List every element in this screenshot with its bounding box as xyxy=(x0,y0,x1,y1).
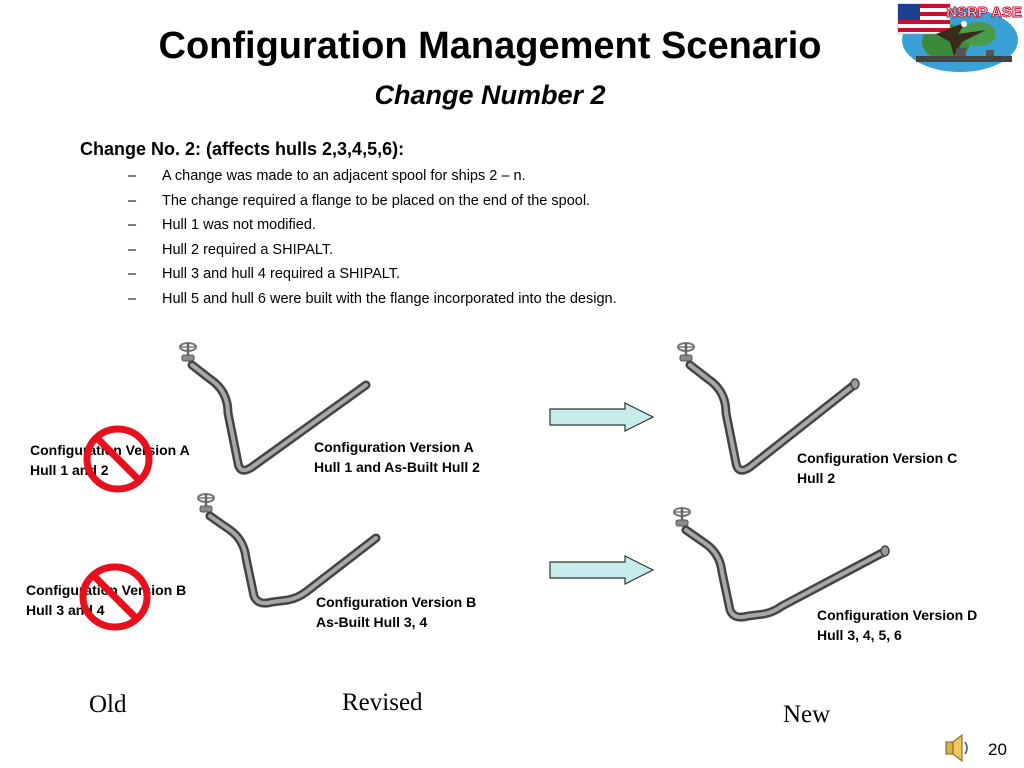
prohibited-icon xyxy=(83,425,153,493)
pipe-version-c xyxy=(676,341,860,475)
bullet-text: Hull 3 and hull 4 required a SHIPALT. xyxy=(162,266,401,283)
config-version: Configuration Version A xyxy=(314,439,474,455)
column-label-old: Old xyxy=(89,691,127,718)
column-label-new: New xyxy=(783,701,831,728)
slide-title: Configuration Management Scenario xyxy=(158,25,822,67)
page-number: 20 xyxy=(988,740,1007,759)
right-arrow-icon xyxy=(549,555,655,585)
nsrp-ase-logo: NSRP ASE xyxy=(896,0,1024,76)
logo-graphic: NSRP ASE xyxy=(897,4,1022,72)
bullet-dash: – xyxy=(128,192,137,209)
flange-end xyxy=(850,378,860,390)
config-version: Configuration Version B xyxy=(316,594,477,610)
config-hulls: Hull 3, 4, 5, 6 xyxy=(817,627,902,643)
bullet-item: – Hull 5 and hull 6 were built with the f… xyxy=(128,288,617,313)
config-hulls: Hull 2 xyxy=(797,470,836,486)
pipe-version-b xyxy=(196,492,381,608)
bullet-text: Hull 5 and hull 6 were built with the fl… xyxy=(162,290,617,307)
config-label-revised-b: Configuration Version B As-Built Hull 3,… xyxy=(316,592,476,632)
config-hulls: As-Built Hull 3, 4 xyxy=(316,614,428,630)
config-version: Configuration Version D xyxy=(817,607,978,623)
speaker-icon[interactable] xyxy=(944,733,970,763)
bullet-text: A change was made to an adjacent spool f… xyxy=(162,168,526,184)
bullet-item: – A change was made to an adjacent spool … xyxy=(128,165,617,190)
pipe-version-a xyxy=(178,341,371,475)
bullet-text: Hull 2 required a SHIPALT. xyxy=(162,241,334,258)
bullet-text: Hull 1 was not modified. xyxy=(162,217,316,234)
config-hulls: Hull 1 and As-Built Hull 2 xyxy=(314,459,480,475)
config-label-new-c: Configuration Version C Hull 2 xyxy=(797,448,957,488)
slide-subtitle: Change Number 2 xyxy=(374,80,606,110)
change-heading: Change No. 2: (affects hulls 2,3,4,5,6): xyxy=(80,139,405,159)
column-label-revised: Revised xyxy=(342,689,423,716)
bullet-item: – Hull 2 required a SHIPALT. xyxy=(128,239,617,264)
prohibited-icon xyxy=(79,563,151,631)
bullet-text: The change required a flange to be place… xyxy=(162,192,591,209)
bullet-item: – The change required a flange to be plac… xyxy=(128,190,617,215)
config-version: Configuration Version C xyxy=(797,450,958,466)
bullet-item: – Hull 3 and hull 4 required a SHIPALT. xyxy=(128,263,617,288)
right-arrow-icon xyxy=(549,402,655,432)
pipe-version-d xyxy=(672,506,890,622)
logo-text: NSRP ASE xyxy=(946,4,1022,21)
bullet-item: – Hull 1 was not modified. xyxy=(128,214,617,239)
bullet-dash: – xyxy=(128,217,137,234)
flange-end xyxy=(880,545,890,557)
config-label-revised-a: Configuration Version A Hull 1 and As-Bu… xyxy=(314,437,480,477)
bullet-dash: – xyxy=(128,290,137,307)
bullet-dash: – xyxy=(128,241,137,258)
config-label-new-d: Configuration Version D Hull 3, 4, 5, 6 xyxy=(817,605,977,645)
bullet-list: – A change was made to an adjacent spool … xyxy=(128,165,617,313)
bullet-dash: – xyxy=(128,266,137,283)
bullet-dash: – xyxy=(128,168,137,184)
